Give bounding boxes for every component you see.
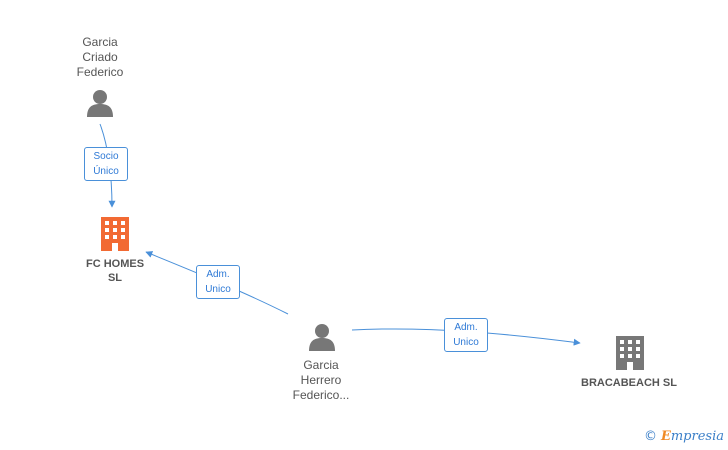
person-icon[interactable] [309,324,335,351]
person-icon[interactable] [87,90,113,117]
building-icon[interactable] [616,336,644,370]
person-name-garcia-criado[interactable]: Garcia Criado Federico [76,35,124,79]
empresia-watermark: ©Empresia [644,429,724,444]
person-name-garcia-herrero[interactable]: Garcia Herrero Federico... [292,358,350,402]
brand-initial: E [660,429,671,444]
edge-label-socio-unico: Socio Único [84,147,128,181]
building-icon[interactable] [101,217,129,251]
company-name-fc-homes[interactable]: FC HOMES SL [85,258,145,284]
edge-label-adm-unico-braca: Adm. Unico [444,318,488,352]
edge-label-adm-unico-fc: Adm. Unico [196,265,240,299]
copyright-symbol: © [643,429,657,444]
brand-rest: mpresia [670,429,724,444]
company-name-bracabeach[interactable]: BRACABEACH SL [581,377,677,389]
